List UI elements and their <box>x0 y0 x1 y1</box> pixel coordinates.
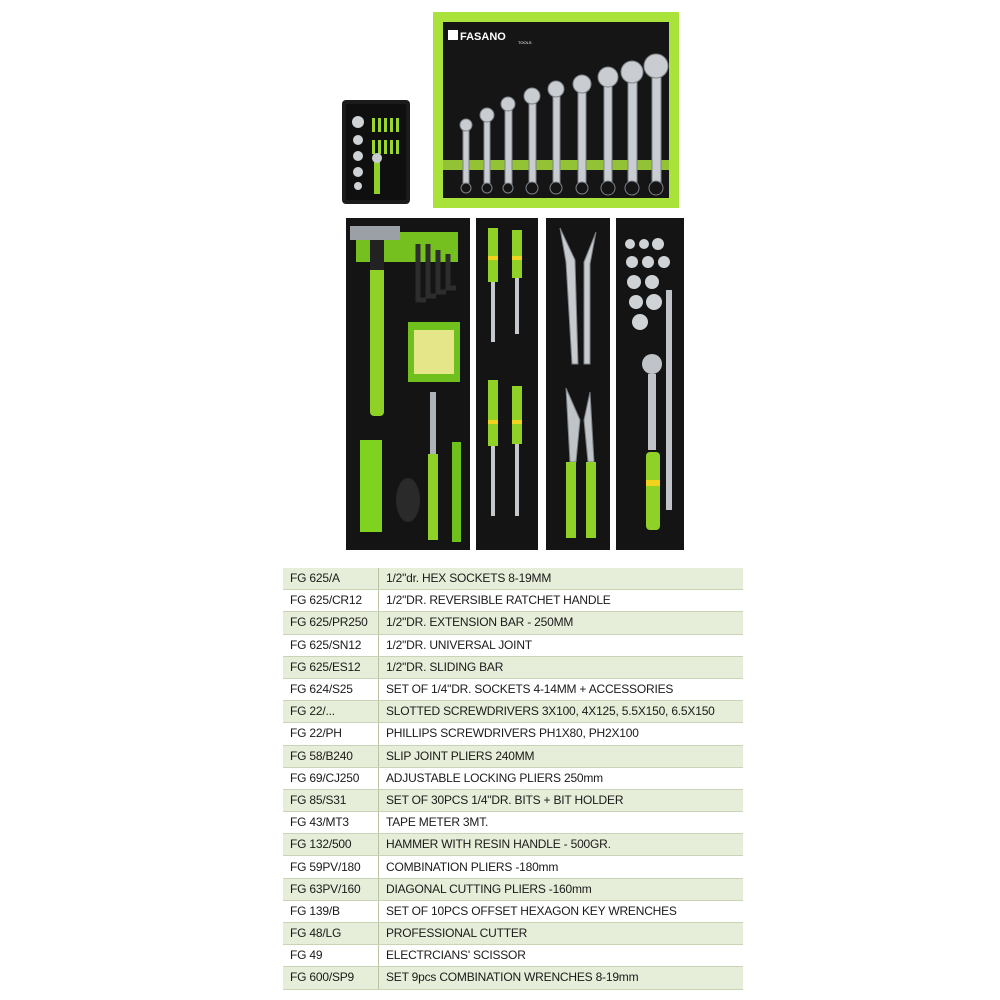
item-description: PHILLIPS SCREWDRIVERS PH1X80, PH2X100 <box>378 722 743 746</box>
item-description: SET OF 1/4"DR. SOCKETS 4-14MM + ACCESSOR… <box>378 678 743 702</box>
item-code: FG 58/B240 <box>283 745 379 768</box>
item-description: ADJUSTABLE LOCKING PLIERS 250mm <box>378 767 743 790</box>
item-code: FG 139/B <box>283 900 379 924</box>
item-description: TAPE METER 3MT. <box>378 811 743 835</box>
item-description: SET 9pcs COMBINATION WRENCHES 8-19mm <box>378 966 743 990</box>
screwdrivers-tray-icon <box>476 218 538 550</box>
roll-logo: FASANO <box>460 31 506 43</box>
item-description: HAMMER WITH RESIN HANDLE - 500GR. <box>378 833 743 857</box>
sockets-ratchet-tray-icon <box>616 218 684 550</box>
pliers-tray-icon <box>546 218 610 550</box>
item-description: PROFESSIONAL CUTTER <box>378 922 743 946</box>
item-code: FG 43/MT3 <box>283 811 379 835</box>
product-photo: FASANO TOOLS <box>342 12 684 550</box>
item-description: COMBINATION PLIERS -180mm <box>378 855 743 879</box>
item-code: FG 59PV/180 <box>283 855 379 879</box>
item-code: FG 132/500 <box>283 833 379 857</box>
item-code: FG 625/A <box>283 568 379 591</box>
roll-logo-sub: TOOLS <box>518 40 532 45</box>
item-code: FG 22/PH <box>283 722 379 746</box>
socket-bit-case-icon <box>342 100 410 204</box>
item-description: SET OF 10PCS OFFSET HEXAGON KEY WRENCHES <box>378 900 743 924</box>
item-code: FG 48/LG <box>283 922 379 946</box>
item-description: SLOTTED SCREWDRIVERS 3X100, 4X125, 5.5X1… <box>378 700 743 724</box>
item-code: FG 625/PR250 <box>283 611 379 635</box>
item-description: 1/2"dr. HEX SOCKETS 8-19MM <box>378 568 743 591</box>
item-description: DIAGONAL CUTTING PLIERS -160mm <box>378 878 743 901</box>
item-code: FG 69/CJ250 <box>283 767 379 790</box>
item-description: SLIP JOINT PLIERS 240MM <box>378 745 743 768</box>
item-description: 1/2"DR. SLIDING BAR <box>378 656 743 679</box>
item-code: FG 625/ES12 <box>283 656 379 679</box>
item-description: SET OF 30PCS 1/4"DR. BITS + BIT HOLDER <box>378 789 743 813</box>
item-code: FG 624/S25 <box>283 678 379 702</box>
item-description: 1/2"DR. UNIVERSAL JOINT <box>378 634 743 657</box>
item-code: FG 625/SN12 <box>283 634 379 657</box>
item-description: 1/2"DR. REVERSIBLE RATCHET HANDLE <box>378 589 743 613</box>
item-code: FG 85/S31 <box>283 789 379 813</box>
hammer-keys-cutters-tray-icon <box>346 218 470 550</box>
wrench-roll-icon: FASANO TOOLS <box>433 12 679 208</box>
item-code: FG 63PV/160 <box>283 878 379 901</box>
table-row: FG 22/...SLOTTED SCREWDRIVERS 3X100, 4X1… <box>283 700 743 724</box>
item-code: FG 22/... <box>283 700 379 724</box>
item-code: FG 49 <box>283 944 379 968</box>
item-code: FG 625/CR12 <box>283 589 379 613</box>
item-description: ELECTRCIANS' SCISSOR <box>378 944 743 968</box>
item-code: FG 600/SP9 <box>283 966 379 990</box>
item-description: 1/2"DR. EXTENSION BAR - 250MM <box>378 611 743 635</box>
